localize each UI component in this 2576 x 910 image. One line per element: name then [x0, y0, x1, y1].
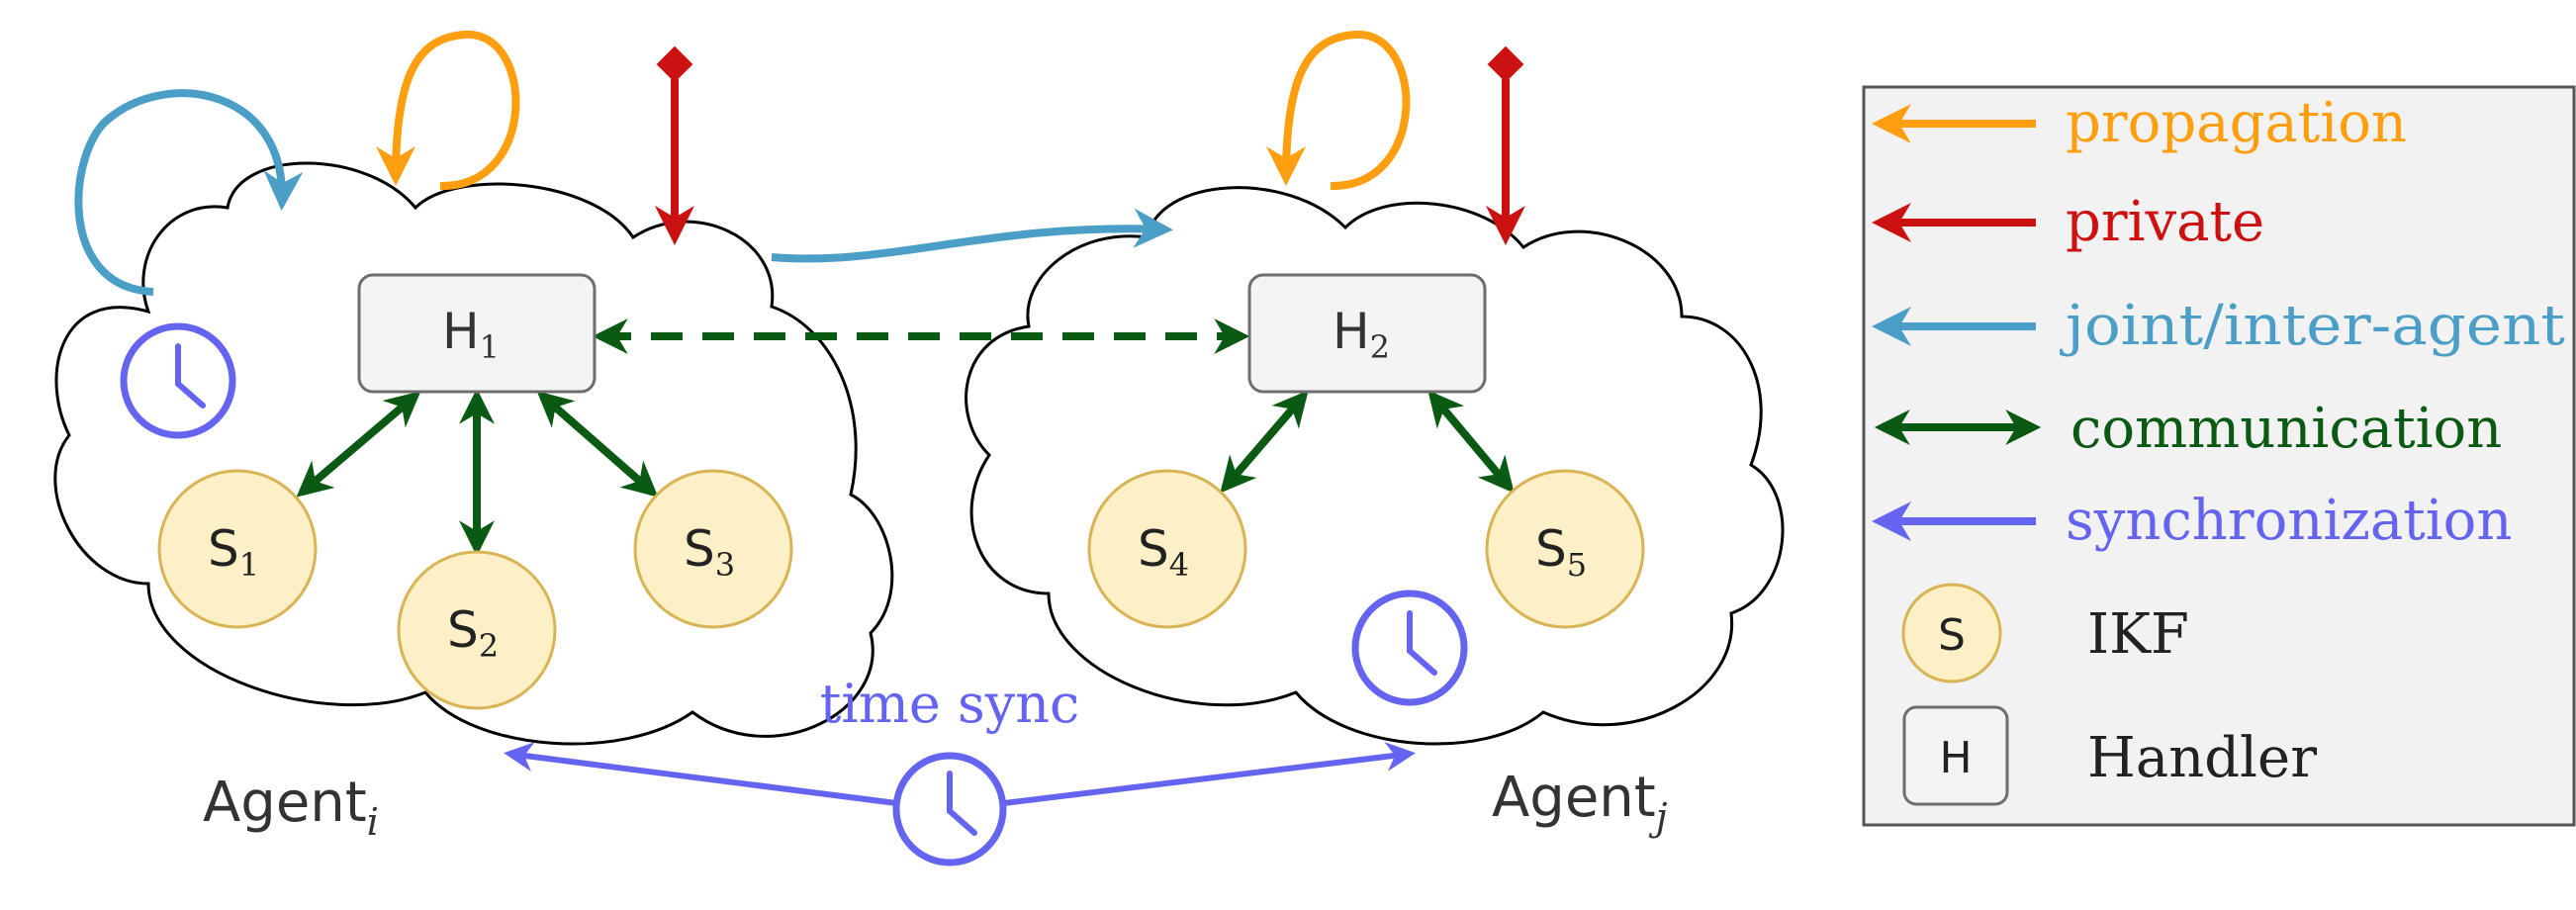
joint-inter-agent-arrow: [771, 208, 1173, 263]
s1-label: S: [208, 520, 239, 578]
propagation-self-loop-arrow-i: [376, 30, 520, 191]
s2-label: S: [447, 601, 479, 659]
h1-label: H: [442, 303, 480, 360]
legend-joint-label: joint/inter-agent: [2059, 294, 2565, 358]
agent-i-label-sub: i: [367, 800, 379, 844]
clock-icon-time-sync: [892, 752, 1007, 866]
svg-text:S2: S2: [447, 601, 499, 665]
ikf-s5: S5: [1485, 469, 1645, 629]
communication-h2-s5-arrow: [1427, 390, 1515, 494]
s4-label: S: [1138, 520, 1169, 578]
communication-h1-s1-arrow: [296, 391, 421, 498]
ikf-s1: S1: [157, 469, 318, 629]
legend-private-label: private: [2066, 190, 2264, 254]
s3-subscript: 3: [715, 546, 735, 584]
joint-self-loop-arrow: [74, 89, 304, 296]
legend-ikf-symbol-text: S: [1938, 610, 1966, 661]
svg-text:S3: S3: [684, 520, 735, 584]
handler-h1: H1: [357, 273, 597, 394]
legend-handler-symbol-text: H: [1939, 733, 1972, 783]
time-sync-label: time sync: [820, 673, 1080, 735]
propagation-self-loop-arrow-j: [1266, 30, 1411, 191]
agent-i-label-text: Agent: [203, 771, 367, 835]
s4-subscript: 4: [1169, 546, 1189, 584]
legend-handler-symbol: [1902, 705, 2009, 806]
agent-i-label: Agenti: [203, 771, 379, 844]
svg-text:H2: H2: [1333, 303, 1390, 366]
agent-j-label-text: Agent: [1492, 766, 1656, 830]
legend-handler-label: Handler: [2087, 726, 2317, 790]
svg-text:S1: S1: [208, 520, 259, 584]
s1-subscript: 1: [239, 546, 259, 584]
legend-propagation-label: propagation: [2066, 91, 2407, 155]
legend-box: [1862, 85, 2576, 827]
legend: propagation private joint/inter-agent co…: [1862, 85, 2576, 827]
ikf-s3: S3: [633, 469, 793, 629]
sync-arrow-to-agent-j: [1003, 742, 1416, 806]
ikf-s2: S2: [397, 550, 557, 710]
h2-subscript: 2: [1370, 328, 1390, 366]
h2-label: H: [1333, 303, 1370, 360]
private-diamond-j: [1487, 46, 1524, 83]
agent-j-label: Agentj: [1492, 766, 1668, 839]
h1-subscript: 1: [480, 328, 500, 366]
clock-icon-agent-i: [120, 322, 236, 439]
handler-h2: H2: [1247, 273, 1487, 394]
svg-text:H1: H1: [442, 303, 500, 366]
legend-synchronization-label: synchronization: [2066, 489, 2512, 553]
ikf-s4: S4: [1087, 469, 1247, 629]
s2-subscript: 2: [479, 627, 499, 665]
communication-h1-s3-arrow: [536, 391, 659, 498]
private-diamond-i: [656, 46, 693, 83]
legend-ikf-symbol: [1901, 583, 2002, 683]
legend-communication-label: communication: [2070, 397, 2502, 461]
svg-text:S5: S5: [1535, 520, 1587, 584]
svg-text:S4: S4: [1138, 520, 1189, 584]
communication-h2-s4-arrow: [1220, 390, 1309, 494]
s5-label: S: [1535, 520, 1567, 578]
sync-arrow-to-agent-i: [504, 742, 897, 806]
s3-label: S: [684, 520, 715, 578]
legend-ikf-label: IKF: [2087, 602, 2189, 667]
clock-icon-agent-j: [1351, 590, 1468, 706]
s5-subscript: 5: [1567, 546, 1587, 584]
